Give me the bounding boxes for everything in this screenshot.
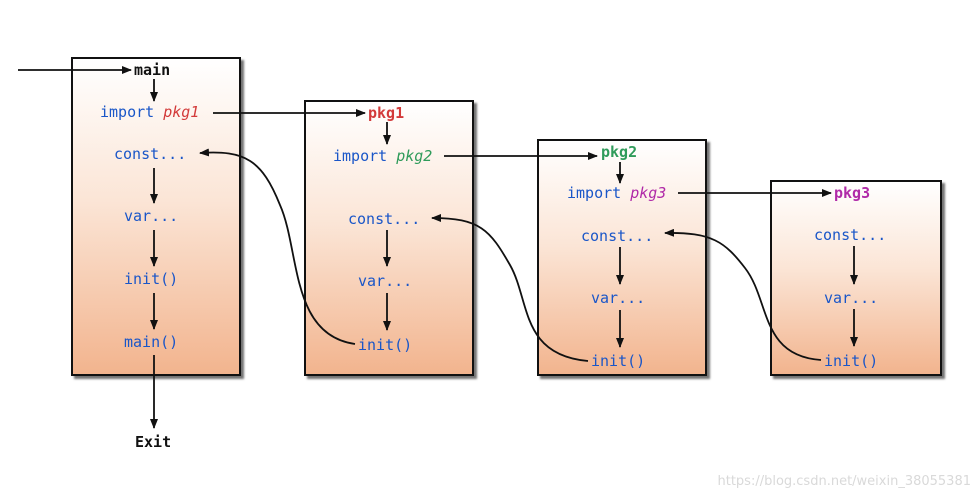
main-var: var...: [124, 207, 179, 225]
pkg3-const: const...: [814, 226, 887, 244]
pkg1-title: pkg1: [368, 104, 405, 122]
watermark: https://blog.csdn.net/weixin_38055381: [717, 474, 971, 489]
pkg2-const: const...: [581, 227, 654, 245]
exit-label: Exit: [135, 433, 172, 451]
pkg1-import-keyword: import: [333, 147, 388, 165]
pkg2-import-keyword: import: [567, 184, 622, 202]
main-import-pkg: pkg1: [163, 103, 200, 121]
main-main-fn: main(): [124, 333, 179, 351]
main-const: const...: [114, 145, 187, 163]
pkg1-const: const...: [348, 210, 421, 228]
pkg1-init: init(): [358, 336, 413, 354]
main-import-keyword: import: [100, 103, 155, 121]
pkg2-init: init(): [591, 352, 646, 370]
main-import-line: import pkg1: [100, 103, 199, 121]
main-title: main: [134, 61, 171, 79]
pkg2-import-pkg: pkg3: [630, 184, 667, 202]
main-init: init(): [124, 270, 179, 288]
pkg2-return-curve: [431, 214, 589, 362]
pkg3-title: pkg3: [834, 184, 871, 202]
pkg2-title: pkg2: [601, 143, 638, 161]
pkg1-var: var...: [358, 272, 413, 290]
pkg3-init: init(): [824, 352, 879, 370]
pkg1-return-curve: [199, 148, 356, 345]
pkg2-import-line: import pkg3: [567, 184, 666, 202]
pkg3-var: var...: [824, 289, 879, 307]
pkg1-import-pkg: pkg2: [396, 147, 433, 165]
pkg1-import-line: import pkg2: [333, 147, 432, 165]
pkg2-var: var...: [591, 289, 646, 307]
pkg3-return-curve: [664, 228, 822, 361]
